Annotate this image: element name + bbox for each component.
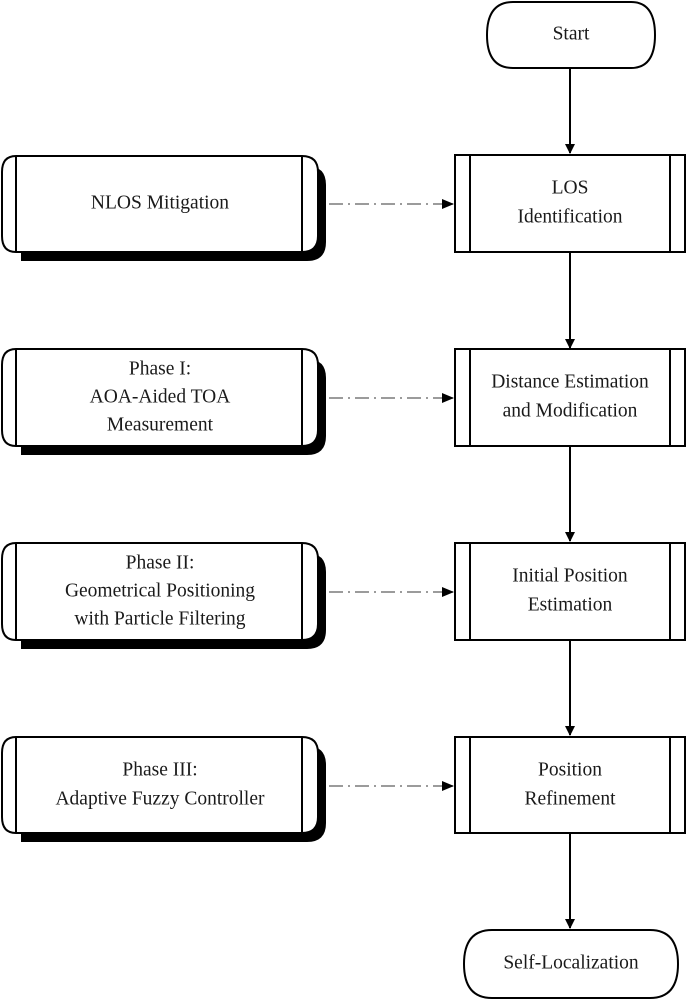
process-label-line1: Position xyxy=(538,759,602,780)
start-terminal: Start xyxy=(485,1,657,69)
method-box-phase-1: Phase I: AOA-Aided TOA Measurement xyxy=(0,348,326,455)
method-label-line1: Phase II: xyxy=(126,552,195,573)
method-box-phase-3: Phase III: Adaptive Fuzzy Controller xyxy=(0,736,326,842)
method-label-line3: with Particle Filtering xyxy=(74,608,245,629)
process-label-line1: Initial Position xyxy=(512,565,628,586)
method-label-line1: Phase III: xyxy=(122,759,197,780)
process-label-line1: LOS xyxy=(552,177,589,198)
process-box-los-identification: LOS Identification xyxy=(454,154,686,253)
process-label-line2: and Modification xyxy=(503,400,638,421)
process-box-initial-position: Initial Position Estimation xyxy=(454,542,686,641)
method-label-line1: Phase I: xyxy=(129,358,191,379)
end-terminal: Self-Localization xyxy=(462,929,680,999)
method-label-line1: NLOS Mitigation xyxy=(91,192,229,213)
process-box-position-refinement: Position Refinement xyxy=(454,736,686,834)
process-label-line2: Identification xyxy=(517,206,622,227)
start-label: Start xyxy=(553,23,590,44)
process-label-line1: Distance Estimation xyxy=(491,371,649,392)
method-label-line2: Adaptive Fuzzy Controller xyxy=(55,788,265,809)
process-label-line2: Estimation xyxy=(528,594,613,615)
method-box-nlos-mitigation: NLOS Mitigation xyxy=(0,155,326,261)
end-label: Self-Localization xyxy=(503,952,639,973)
method-box-phase-2: Phase II: Geometrical Positioning with P… xyxy=(0,542,326,649)
process-box-distance-estimation: Distance Estimation and Modification xyxy=(454,348,686,447)
method-label-line2: AOA-Aided TOA xyxy=(90,386,231,407)
method-label-line3: Measurement xyxy=(107,414,214,435)
method-label-line2: Geometrical Positioning xyxy=(65,580,255,601)
process-label-line2: Refinement xyxy=(525,788,617,809)
